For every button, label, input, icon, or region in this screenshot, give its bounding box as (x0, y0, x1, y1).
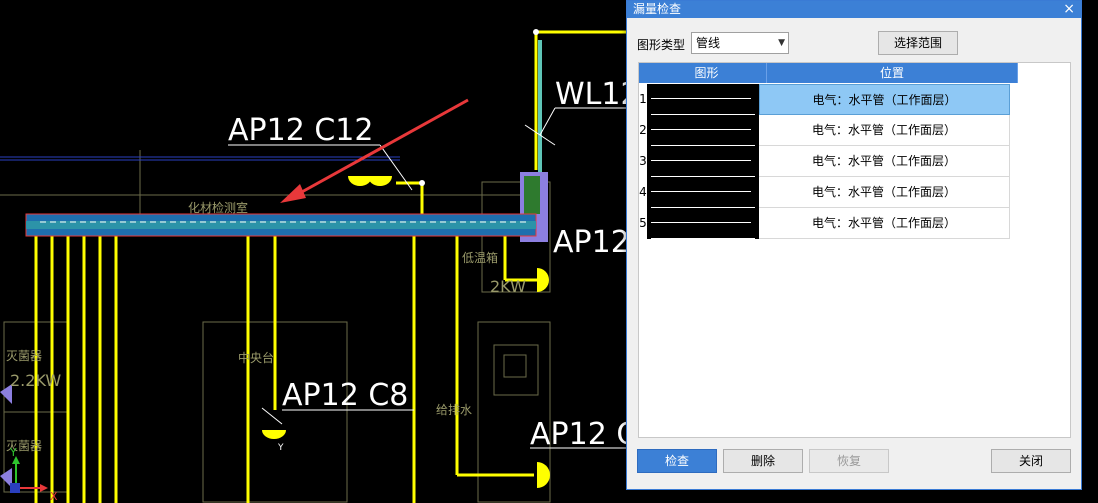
dialog-title: 漏量检查 (633, 2, 682, 16)
table-row[interactable]: 5 电气：水平管（工作面层） (639, 208, 1019, 239)
position-cell[interactable]: 电气：水平管（工作面层） (759, 146, 1010, 177)
label-room-lab: 化材检测室 (188, 200, 248, 215)
table-row[interactable]: 2 电气：水平管（工作面层） (639, 115, 1019, 146)
fixture-y-label: Y (277, 443, 284, 453)
conduit-lines (34, 30, 626, 503)
check-button[interactable]: 检查 (637, 449, 717, 473)
label-kw-left: 2.2KW (10, 371, 61, 390)
delete-button[interactable]: 删除 (723, 449, 803, 473)
column-header-position[interactable]: 位置 (767, 63, 1018, 83)
shape-type-value: 管线 (696, 36, 721, 50)
shape-preview (647, 146, 759, 177)
position-cell[interactable]: 电气：水平管（工作面层） (759, 115, 1010, 146)
shape-type-label: 图形类型 (637, 38, 686, 52)
label-room-center: 中央台 (238, 350, 274, 365)
label-wl12: WL12 (555, 77, 640, 112)
table-row[interactable]: 1 电气：水平管（工作面层） (639, 84, 1019, 115)
close-button[interactable]: 关闭 (991, 449, 1071, 473)
shape-type-select[interactable]: 管线 ▼ (691, 32, 789, 54)
label-room-lowtemp: 低温箱 (462, 250, 498, 265)
label-room-sterilizer-1: 灭菌器 (6, 349, 42, 363)
label-room-sterilizer-2: 灭菌器 (6, 439, 42, 453)
red-arrow-annotation (280, 98, 469, 203)
label-ap12-c12: AP12 C12 (228, 113, 373, 148)
shape-preview (647, 208, 759, 239)
axis-x-label: X (50, 490, 58, 503)
close-icon[interactable]: × (1063, 1, 1075, 17)
chevron-down-icon: ▼ (778, 38, 785, 48)
shape-preview (647, 115, 759, 146)
position-cell[interactable]: 电气：水平管（工作面层） (759, 177, 1010, 208)
axis-y-label: Y (9, 446, 17, 459)
row-number: 1 (639, 92, 647, 106)
row-number: 5 (639, 216, 647, 230)
restore-button[interactable]: 恢复 (809, 449, 889, 473)
shape-preview (647, 84, 759, 115)
label-ap12-c8: AP12 C8 (282, 378, 408, 413)
row-number: 3 (639, 154, 647, 168)
axis-indicator (10, 456, 48, 493)
label-ap12-right: AP12 (553, 225, 630, 260)
label-kw-right: 2KW (490, 277, 526, 296)
row-number: 2 (639, 123, 647, 137)
label-room-drain: 给排水 (436, 403, 472, 417)
table-row[interactable]: 3 电气：水平管（工作面层） (639, 146, 1019, 177)
column-header-shape[interactable]: 图形 (647, 63, 767, 83)
shape-preview (647, 177, 759, 208)
position-cell[interactable]: 电气：水平管（工作面层） (759, 208, 1010, 239)
select-range-button[interactable]: 选择范围 (878, 31, 958, 55)
leak-check-dialog: 漏量检查 × 图形类型 管线 ▼ 选择范围 图形 位置 1 电气：水平管（工作面层… (626, 0, 1082, 490)
row-number: 4 (639, 185, 647, 199)
table-row[interactable]: 4 电气：水平管（工作面层） (639, 177, 1019, 208)
light-fixtures (262, 176, 550, 488)
position-cell[interactable]: 电气：水平管（工作面层） (759, 84, 1010, 115)
results-table: 图形 位置 1 电气：水平管（工作面层） 2 电气：水平管（工作面层） 3 电气：水平管（… (638, 62, 1071, 438)
dialog-titlebar[interactable]: 漏量检查 × (627, 1, 1081, 18)
